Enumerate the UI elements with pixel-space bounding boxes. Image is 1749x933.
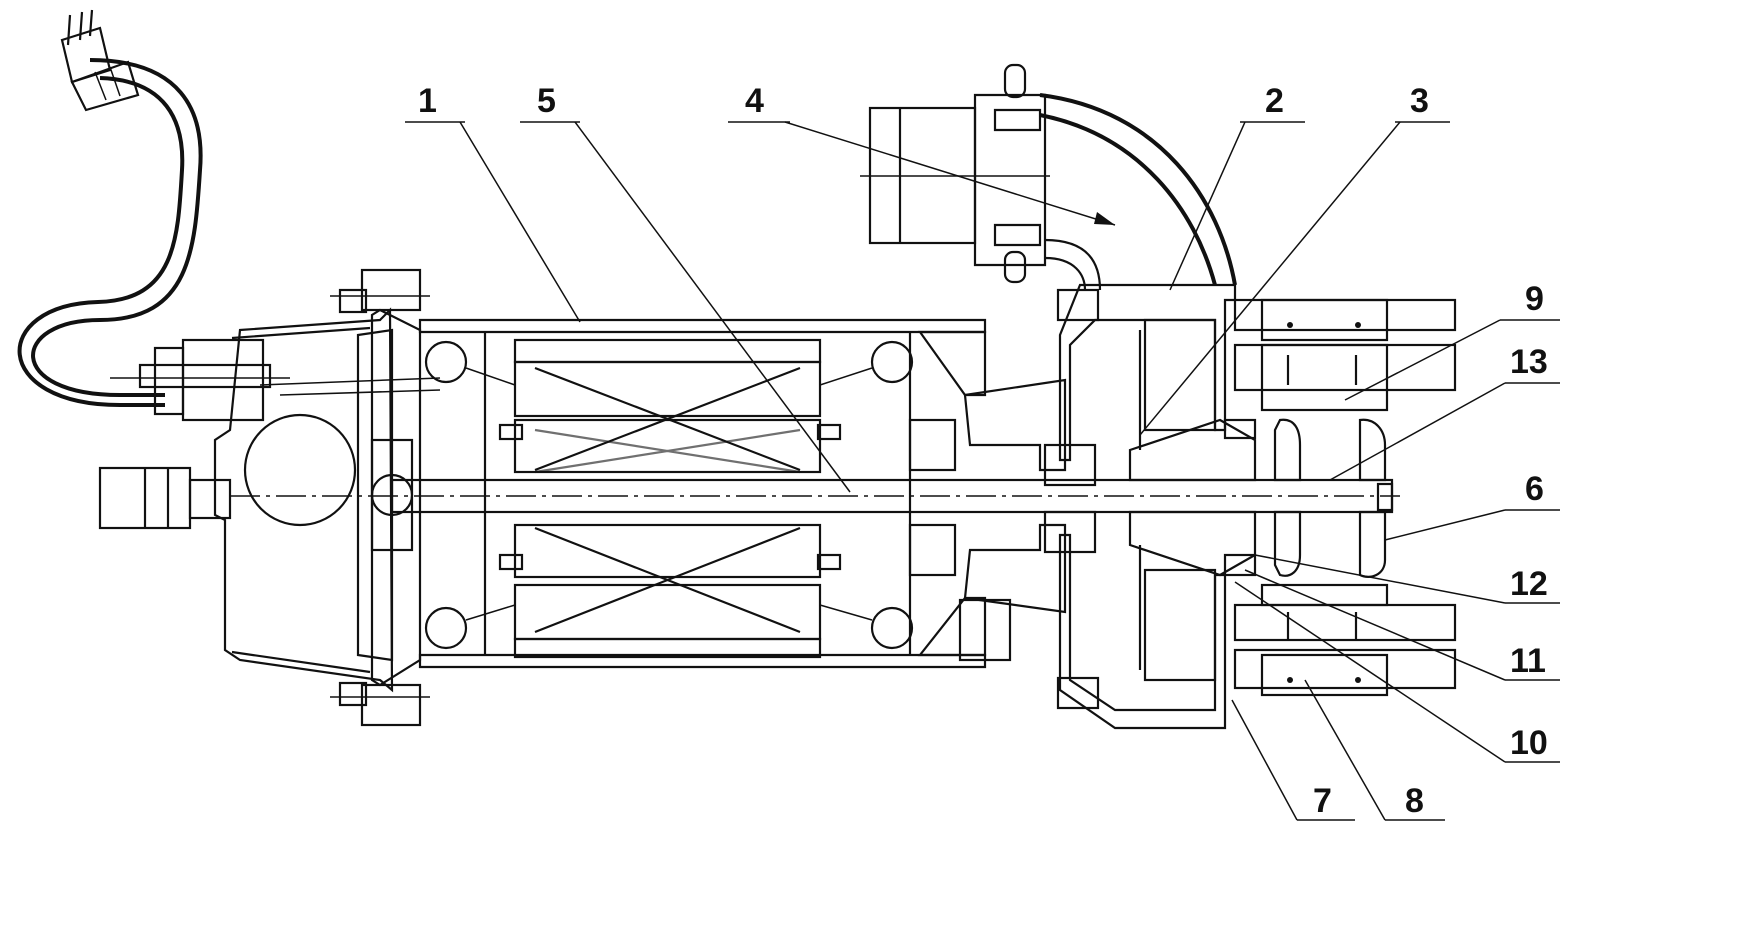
callout-4: 4 xyxy=(745,82,764,120)
stator-lower xyxy=(513,523,822,659)
callout-6: 6 xyxy=(1525,470,1544,508)
strainer-base xyxy=(1233,298,1457,697)
bearing-housing xyxy=(908,378,1097,662)
discharge-nozzle xyxy=(860,63,1237,291)
motor-housing xyxy=(418,318,987,669)
callout-7: 7 xyxy=(1313,782,1332,820)
impeller xyxy=(1128,330,1257,670)
end-windings xyxy=(424,340,914,650)
cable-gland xyxy=(110,338,290,422)
leader-lines xyxy=(405,121,1560,821)
power-cable xyxy=(17,58,203,407)
callout-5: 5 xyxy=(537,82,556,120)
shaft xyxy=(230,478,1400,514)
callout-3: 3 xyxy=(1410,82,1429,120)
callout-8: 8 xyxy=(1405,782,1424,820)
callout-13: 13 xyxy=(1510,343,1548,381)
agitator xyxy=(1223,418,1394,578)
callout-1: 1 xyxy=(418,82,437,120)
callout-labels: 1 5 4 2 3 9 13 6 12 11 10 7 8 xyxy=(418,82,1548,820)
callout-9: 9 xyxy=(1525,280,1544,318)
stator-upper xyxy=(513,338,822,474)
callout-10: 10 xyxy=(1510,724,1548,762)
end-flange xyxy=(330,268,430,727)
terminal-cover xyxy=(98,307,441,693)
callout-12: 12 xyxy=(1510,565,1548,603)
callout-11: 11 xyxy=(1510,642,1546,680)
plug xyxy=(60,9,140,112)
callout-2: 2 xyxy=(1265,82,1284,120)
